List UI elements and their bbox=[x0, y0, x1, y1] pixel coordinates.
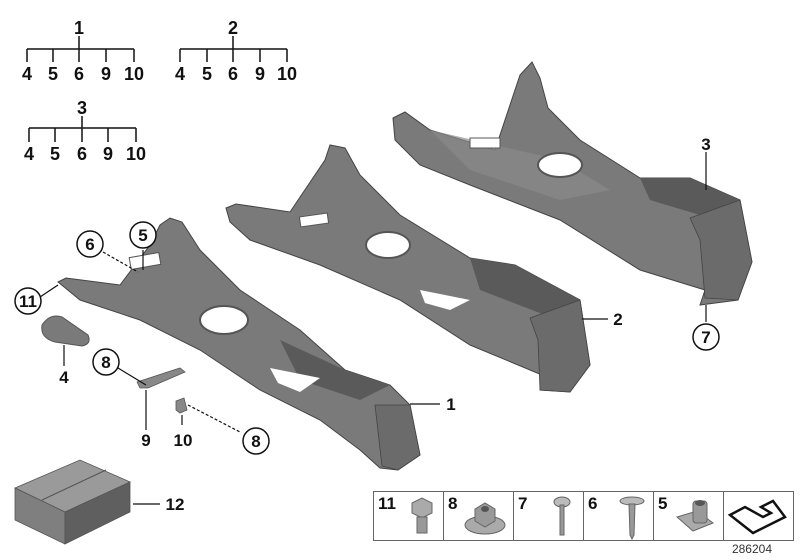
bracket-part-10 bbox=[175, 397, 188, 414]
tree-child: 4 bbox=[24, 144, 34, 164]
legend-number: 5 bbox=[658, 494, 668, 513]
callout-2: 2 bbox=[613, 310, 622, 329]
tree-parent-1: 1 bbox=[74, 18, 84, 38]
tree-child: 9 bbox=[255, 64, 265, 84]
screw-icon bbox=[553, 496, 571, 536]
tree-child: 5 bbox=[50, 144, 60, 164]
center-console-1 bbox=[57, 217, 421, 471]
callout-12: 12 bbox=[166, 495, 185, 514]
legend-cell-symbol bbox=[724, 492, 793, 540]
tree-child: 4 bbox=[22, 64, 32, 84]
diagram-reference-number: 286204 bbox=[731, 542, 772, 556]
tree-child: 10 bbox=[277, 64, 297, 84]
callout-8: 8 bbox=[101, 353, 110, 372]
tree-child: 5 bbox=[202, 64, 212, 84]
callout-circle-8b bbox=[242, 427, 270, 455]
tree-parent-3: 3 bbox=[77, 98, 87, 118]
tree-child: 4 bbox=[175, 64, 185, 84]
legend-cell-5: 5 bbox=[654, 492, 724, 540]
clip-nut-icon bbox=[675, 500, 715, 532]
callout-3: 3 bbox=[701, 135, 710, 154]
callout-4: 4 bbox=[59, 368, 69, 387]
hierarchy-tree-3 bbox=[28, 116, 137, 142]
tree-child: 9 bbox=[101, 64, 111, 84]
hierarchy-tree-2 bbox=[179, 36, 288, 62]
bracket-symbol-icon bbox=[727, 499, 787, 535]
hierarchy-tree-1 bbox=[26, 36, 135, 62]
callout-10: 10 bbox=[174, 431, 193, 450]
legend-cell-6: 6 bbox=[584, 492, 654, 541]
hex-bolt-icon bbox=[411, 497, 433, 534]
legend-number: 7 bbox=[518, 494, 528, 513]
tree-child: 6 bbox=[74, 64, 84, 84]
tree-child: 6 bbox=[77, 144, 87, 164]
callout-1: 1 bbox=[446, 395, 455, 414]
callout-11: 11 bbox=[19, 292, 37, 311]
callout-circle-8a bbox=[92, 348, 120, 376]
tree-child: 5 bbox=[48, 64, 58, 84]
armrest-cover-part-4 bbox=[41, 315, 90, 347]
legend-cell-11: 11 bbox=[374, 492, 444, 540]
fastener-legend: 11 8 7 6 5 bbox=[373, 491, 794, 541]
legend-number: 8 bbox=[448, 494, 458, 513]
legend-number: 11 bbox=[378, 494, 396, 513]
center-console-3 bbox=[392, 61, 753, 306]
tree-child: 9 bbox=[103, 144, 113, 164]
callout-9: 9 bbox=[141, 431, 150, 450]
callout-circle-11 bbox=[14, 287, 42, 315]
bracket-part-9 bbox=[136, 367, 186, 389]
tree-child: 10 bbox=[126, 144, 146, 164]
legend-cell-8: 8 bbox=[444, 492, 514, 540]
tree-child: 10 bbox=[124, 64, 144, 84]
legend-number: 6 bbox=[588, 494, 598, 513]
leader-lines bbox=[39, 152, 707, 505]
legend-cell-7: 7 bbox=[514, 492, 584, 540]
center-console-2 bbox=[225, 144, 591, 393]
callout-7: 7 bbox=[701, 328, 710, 347]
callout-circle-6 bbox=[76, 230, 104, 258]
callout-circle-5 bbox=[129, 221, 157, 249]
callout-8: 8 bbox=[251, 432, 260, 451]
flange-nut-icon bbox=[464, 502, 506, 535]
callout-6: 6 bbox=[85, 235, 94, 254]
box-part-12 bbox=[14, 459, 131, 545]
callout-5: 5 bbox=[138, 226, 147, 245]
tree-parent-2: 2 bbox=[228, 18, 238, 38]
callout-circle-7 bbox=[692, 323, 720, 351]
tree-child: 6 bbox=[228, 64, 238, 84]
self-tapping-screw-icon bbox=[619, 496, 645, 541]
